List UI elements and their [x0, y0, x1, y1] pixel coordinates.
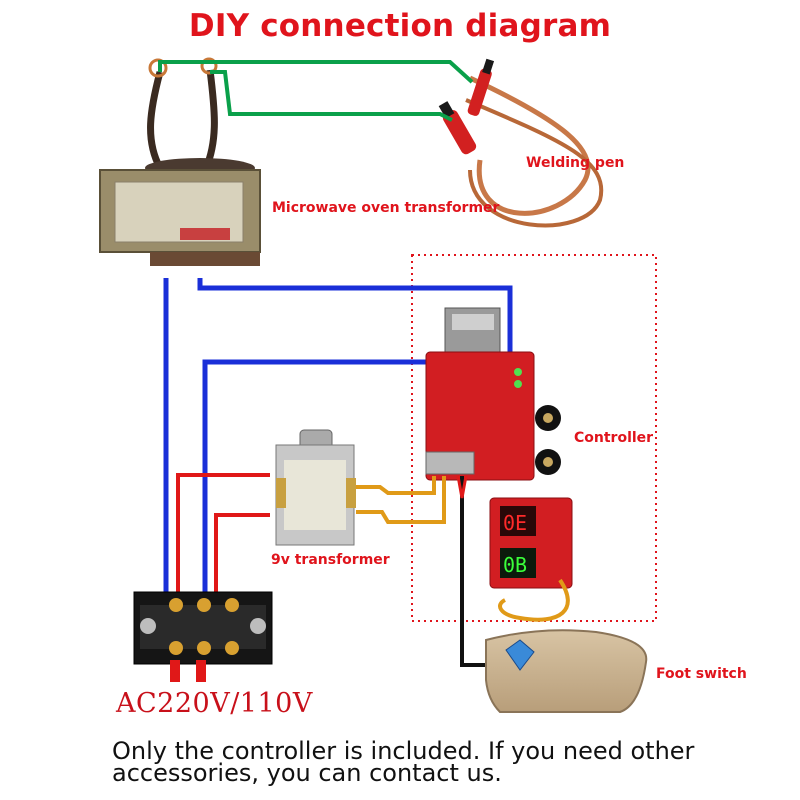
svg-text:0B: 0B: [503, 553, 527, 577]
terminal-block: [133, 591, 273, 682]
controller-board: [425, 307, 561, 481]
foot-switch-label: Foot switch: [656, 666, 747, 682]
footer-note: Only the controller is included. If you …: [112, 737, 695, 787]
microwave-transformer-label: Microwave oven transformer: [272, 200, 500, 216]
nine-volt-transformer: [275, 429, 356, 546]
foot-switch: [485, 629, 648, 713]
power-input-label: AC220V/110V: [116, 688, 313, 719]
diagram-title: DIY connection diagram: [188, 8, 612, 44]
svg-text:0E: 0E: [503, 511, 527, 535]
microwave-oven-transformer: [99, 57, 261, 266]
welding-pen-label: Welding pen: [526, 155, 625, 171]
nine-volt-transformer-label: 9v transformer: [271, 552, 390, 568]
controller-label: Controller: [574, 430, 654, 446]
display-module: 0E 0B: [489, 497, 573, 589]
